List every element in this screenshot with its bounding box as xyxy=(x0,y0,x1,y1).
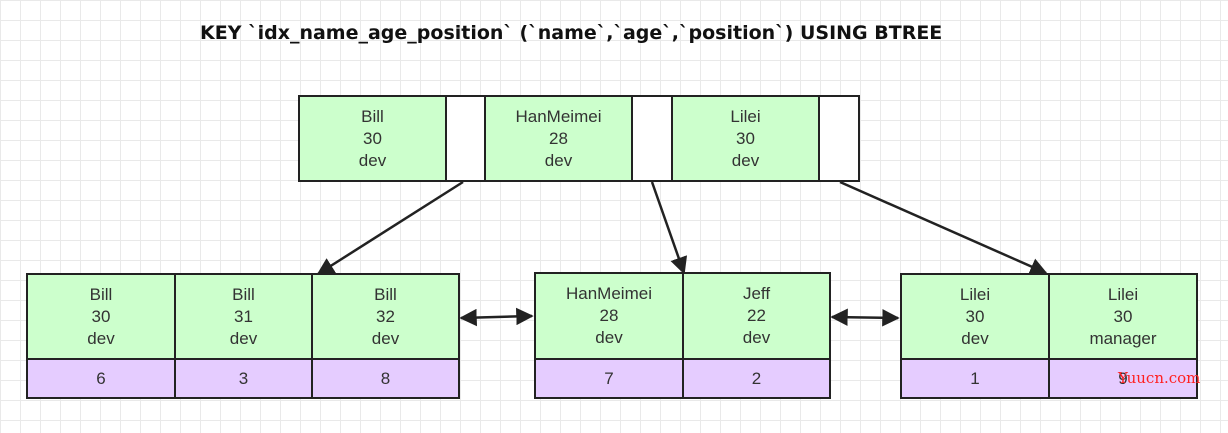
leaf-key: HanMeimei 28 dev xyxy=(534,272,684,360)
leaf-key: Bill 32 dev xyxy=(311,273,460,360)
key-age: 30 xyxy=(1113,306,1133,326)
key-name: Bill xyxy=(361,106,384,126)
key-position: dev xyxy=(544,150,573,170)
root-key-1: Bill 30 dev xyxy=(298,95,447,182)
primary-key-cell: 8 xyxy=(311,358,460,399)
key-name: Lilei xyxy=(959,284,991,304)
key-age: 28 xyxy=(549,128,568,148)
root-node: Bill 30 dev HanMeimei 28 dev Lilei 30 de… xyxy=(298,95,861,182)
leaf-key: Bill 31 dev xyxy=(174,273,313,360)
leaf-key: Jeff 22 dev xyxy=(682,272,831,360)
key-name: HanMeimei xyxy=(566,284,652,303)
link-leaf-1-leaf-2 xyxy=(459,307,534,327)
root-key-3: Lilei 30 dev xyxy=(671,95,820,182)
root-pointer-3 xyxy=(818,95,860,182)
arrow-root-to-leaf-3 xyxy=(839,180,1048,275)
key-position: dev xyxy=(358,150,387,170)
leaf-key: Bill 30 dev xyxy=(26,273,176,360)
key-age: 32 xyxy=(376,306,395,326)
key-name: Bill xyxy=(374,284,397,304)
arrow-root-to-leaf-2 xyxy=(650,181,688,275)
key-age: 22 xyxy=(747,306,766,325)
leaf-key: Lilei 30 dev xyxy=(900,273,1050,360)
primary-key-cell: 6 xyxy=(26,358,176,399)
key-age: 30 xyxy=(965,306,985,326)
key-name: Jeff xyxy=(742,284,771,303)
key-position: dev xyxy=(229,328,258,348)
root-pointer-1 xyxy=(445,95,486,182)
root-key-2: HanMeimei 28 dev xyxy=(484,95,633,182)
key-age: 30 xyxy=(736,128,755,148)
key-position: dev xyxy=(371,328,400,348)
key-name: HanMeimei xyxy=(515,106,602,126)
key-name: Bill xyxy=(232,284,255,304)
key-age: 30 xyxy=(91,306,111,326)
leaf-node-3: Lilei 30 dev 1 Lilei 30 manager 9 xyxy=(900,273,1198,399)
primary-key-cell: 1 xyxy=(900,358,1050,399)
leaf-node-1: Bill 30 dev 6 Bill 31 dev 3 Bill 32 dev … xyxy=(26,273,460,399)
key-position: dev xyxy=(87,328,115,348)
primary-key-cell: 9 xyxy=(1048,358,1198,399)
key-age: 31 xyxy=(234,306,253,326)
root-pointer-2 xyxy=(631,95,673,182)
arrow-root-to-leaf-1 xyxy=(316,180,464,276)
key-name: Bill xyxy=(89,284,113,304)
primary-key-cell: 3 xyxy=(174,358,313,399)
leaf-key: Lilei 30 manager xyxy=(1048,273,1198,360)
watermark: Yuucn.com xyxy=(1118,369,1201,387)
key-position: manager xyxy=(1089,328,1157,348)
key-age: 30 xyxy=(363,128,382,148)
primary-key-cell: 7 xyxy=(534,358,684,399)
key-name: Lilei xyxy=(1107,284,1139,304)
key-position: dev xyxy=(742,328,771,347)
diagram-title: KEY `idx_name_age_position` (`name`,`age… xyxy=(200,22,943,44)
key-position: dev xyxy=(731,150,760,170)
primary-key-cell: 2 xyxy=(682,358,831,399)
key-position: dev xyxy=(595,328,623,347)
link-leaf-2-leaf-3 xyxy=(830,308,900,327)
key-age: 28 xyxy=(599,306,619,325)
leaf-node-2: HanMeimei 28 dev 7 Jeff 22 dev 2 xyxy=(534,272,831,399)
key-name: Lilei xyxy=(730,106,761,126)
key-position: dev xyxy=(961,328,989,348)
